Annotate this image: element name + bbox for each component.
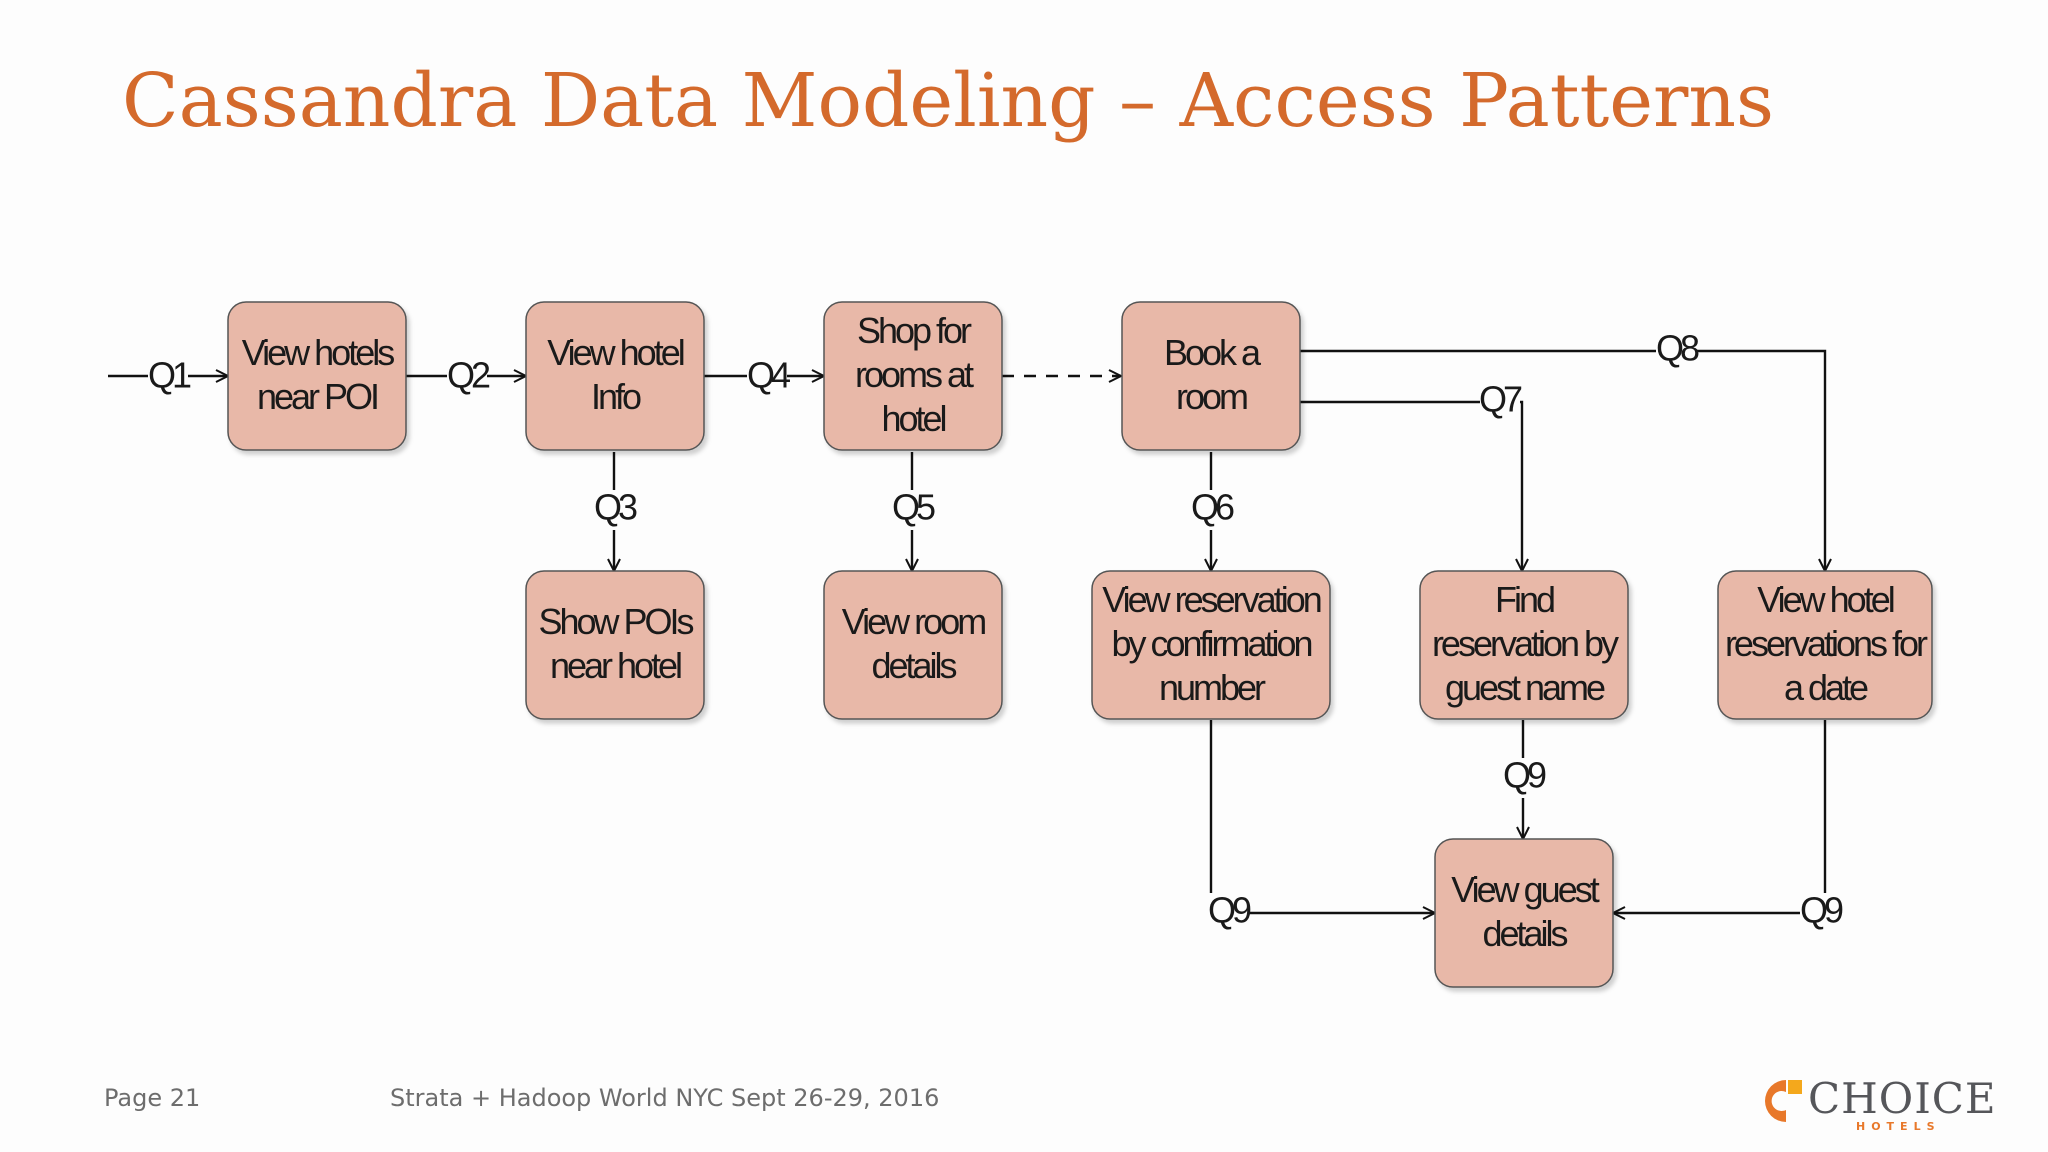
node-label-line: near POI bbox=[257, 376, 377, 417]
edge-label-q1: Q1 bbox=[148, 355, 191, 396]
edge-label-q2: Q2 bbox=[447, 355, 490, 396]
node-label-line: View reservation bbox=[1102, 579, 1320, 620]
node-label-line: View hotels bbox=[242, 332, 394, 373]
node-label-line: Book a bbox=[1164, 332, 1262, 373]
edge-label-q5: Q5 bbox=[892, 487, 935, 528]
node-label-line: View room bbox=[842, 601, 985, 642]
edge-q9-hotel bbox=[1613, 720, 1827, 913]
edge-label-q9-reservation: Q9 bbox=[1208, 890, 1251, 931]
page-number: Page 21 bbox=[104, 1084, 201, 1112]
node-box bbox=[525, 570, 705, 720]
node-label-line: by confirmation bbox=[1111, 623, 1311, 664]
node-label-line: View guest bbox=[1451, 869, 1599, 910]
edge-label-q6: Q6 bbox=[1191, 487, 1234, 528]
choice-logo-mark-icon bbox=[1765, 1080, 1802, 1122]
node-label-line: number bbox=[1159, 667, 1266, 708]
choice-hotels-logo: CHOICE HOTELS bbox=[1762, 1074, 1996, 1134]
logo-subtitle: HOTELS bbox=[1856, 1120, 1941, 1133]
logo-wordmark: CHOICE bbox=[1808, 1074, 1997, 1123]
node-box bbox=[1434, 838, 1614, 988]
edge-label-q4: Q4 bbox=[747, 355, 790, 396]
node-label-line: Shop for bbox=[857, 310, 972, 351]
node-label-line: View hotel bbox=[1757, 579, 1893, 620]
edge-labels: Q1 Q2 Q4 Q3 Q5 Q6 Q7 Q8 Q9 Q9 Q9 bbox=[148, 328, 1847, 933]
node-label-line: Show POIs bbox=[538, 601, 693, 642]
event-name: Strata + Hadoop World NYC Sept 26-29, 20… bbox=[390, 1084, 940, 1112]
edge-label-q3: Q3 bbox=[594, 487, 637, 528]
edge-label-q9-hotel: Q9 bbox=[1800, 890, 1843, 931]
node-label-line: reservation by bbox=[1432, 623, 1619, 664]
node-box bbox=[1419, 570, 1629, 720]
node-label-line: room bbox=[1176, 376, 1247, 417]
edge-q9-reservation bbox=[1209, 720, 1435, 913]
node-label-line: guest name bbox=[1445, 667, 1605, 708]
slide-title: Cassandra Data Modeling – Access Pattern… bbox=[122, 58, 1775, 144]
node-label-line: details bbox=[871, 645, 956, 686]
node-label-line: reservations for bbox=[1725, 623, 1928, 664]
node-label-line: hotel bbox=[881, 398, 945, 439]
node-box bbox=[1091, 570, 1331, 720]
node-box bbox=[1717, 570, 1933, 720]
node-label-line: details bbox=[1482, 913, 1567, 954]
node-box bbox=[227, 301, 407, 451]
node-label-line: a date bbox=[1784, 667, 1868, 708]
node-box bbox=[1121, 301, 1301, 451]
edge-q7 bbox=[1300, 400, 1522, 571]
node-label-line: Find bbox=[1495, 579, 1554, 620]
node-label-line: near hotel bbox=[550, 645, 681, 686]
node-box bbox=[823, 301, 1003, 451]
node-label-line: rooms at bbox=[855, 354, 974, 395]
edge-label-q9-find: Q9 bbox=[1503, 755, 1546, 796]
edge-label-q7: Q7 bbox=[1479, 379, 1522, 420]
edge-q8 bbox=[1300, 349, 1825, 571]
node-label-line: View hotel bbox=[547, 332, 683, 373]
edge-label-q8: Q8 bbox=[1656, 328, 1699, 369]
node-box bbox=[823, 570, 1003, 720]
node-box bbox=[525, 301, 705, 451]
node-label-line: Info bbox=[591, 376, 641, 417]
